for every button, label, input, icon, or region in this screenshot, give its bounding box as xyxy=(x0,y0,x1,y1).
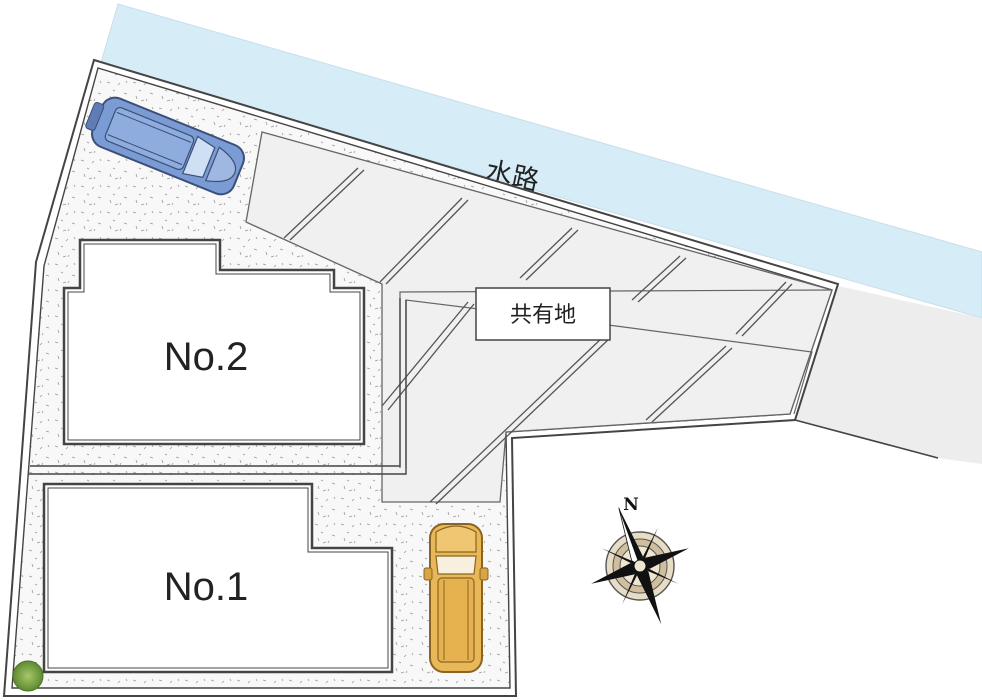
building-no2 xyxy=(62,238,366,446)
lot-label-no2: No.2 xyxy=(164,335,249,379)
compass-north-label: N xyxy=(623,495,639,515)
road-area xyxy=(795,286,982,464)
shared-land-label: 共有地 xyxy=(510,303,576,328)
waterway-channel xyxy=(99,3,982,319)
building-no1 xyxy=(42,482,394,674)
compass-rose: N xyxy=(591,495,689,625)
tree xyxy=(12,660,44,692)
yellow-car xyxy=(423,523,489,673)
lot-label-no1: No.1 xyxy=(164,565,249,609)
shared-land-label-box xyxy=(475,287,611,341)
blue-car xyxy=(85,96,245,196)
shared-land-stripes xyxy=(283,167,793,505)
